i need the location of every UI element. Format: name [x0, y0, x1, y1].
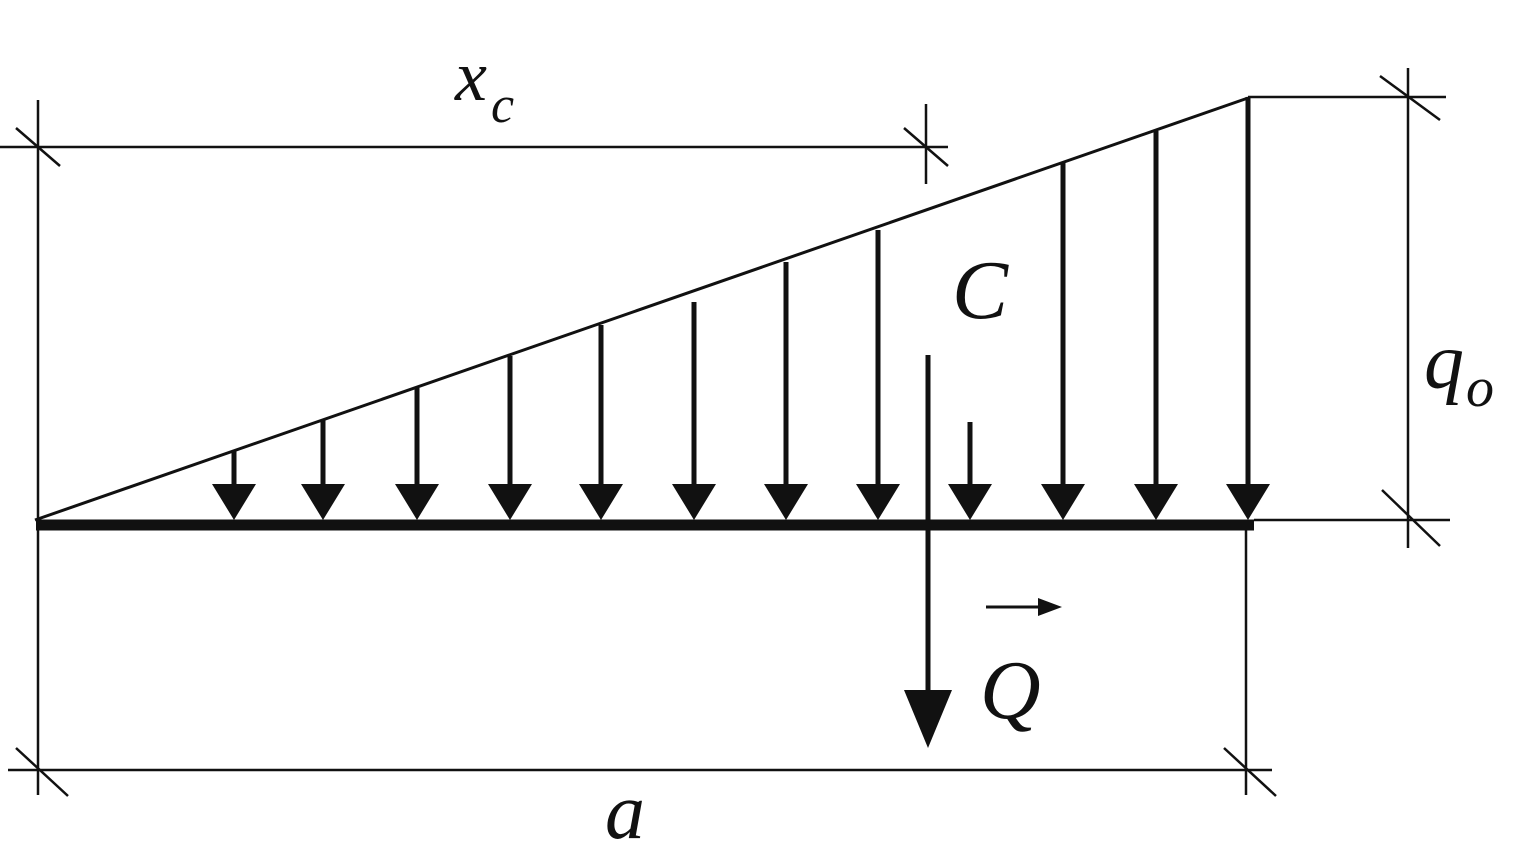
label-center-c: C [952, 244, 1009, 337]
label-xc-sub: c [491, 77, 514, 134]
load-arrow-head-10 [1041, 484, 1085, 520]
resultant-force-arrow [904, 355, 952, 748]
load-arrow-head-7 [764, 484, 808, 520]
load-arrow-head-8 [856, 484, 900, 520]
dimension-a [8, 747, 1277, 797]
load-triangle-edge [34, 96, 1249, 522]
load-arrow-head-12 [1226, 484, 1270, 520]
label-q0-sub: o [1466, 357, 1494, 419]
load-arrow-head-1 [212, 484, 256, 520]
dimension-q0 [1379, 68, 1441, 548]
load-arrow-head-9 [948, 484, 992, 520]
label-q0: qo [1424, 318, 1494, 419]
load-arrow-head-11 [1134, 484, 1178, 520]
dimension-xc [0, 127, 949, 167]
load-arrow-head-6 [672, 484, 716, 520]
load-arrow-head-2 [301, 484, 345, 520]
load-arrow-head-5 [579, 484, 623, 520]
load-arrow-head-4 [488, 484, 532, 520]
load-arrows [212, 97, 1270, 520]
load-arrow-head-3 [395, 484, 439, 520]
vector-arrow-over-q [986, 598, 1062, 616]
label-xc: xc [454, 36, 514, 134]
label-xc-main: x [454, 36, 487, 116]
extension-lines [36, 95, 1450, 795]
label-q0-main: q [1424, 318, 1464, 406]
label-a: a [605, 768, 645, 856]
label-resultant-q: Q [980, 644, 1041, 737]
